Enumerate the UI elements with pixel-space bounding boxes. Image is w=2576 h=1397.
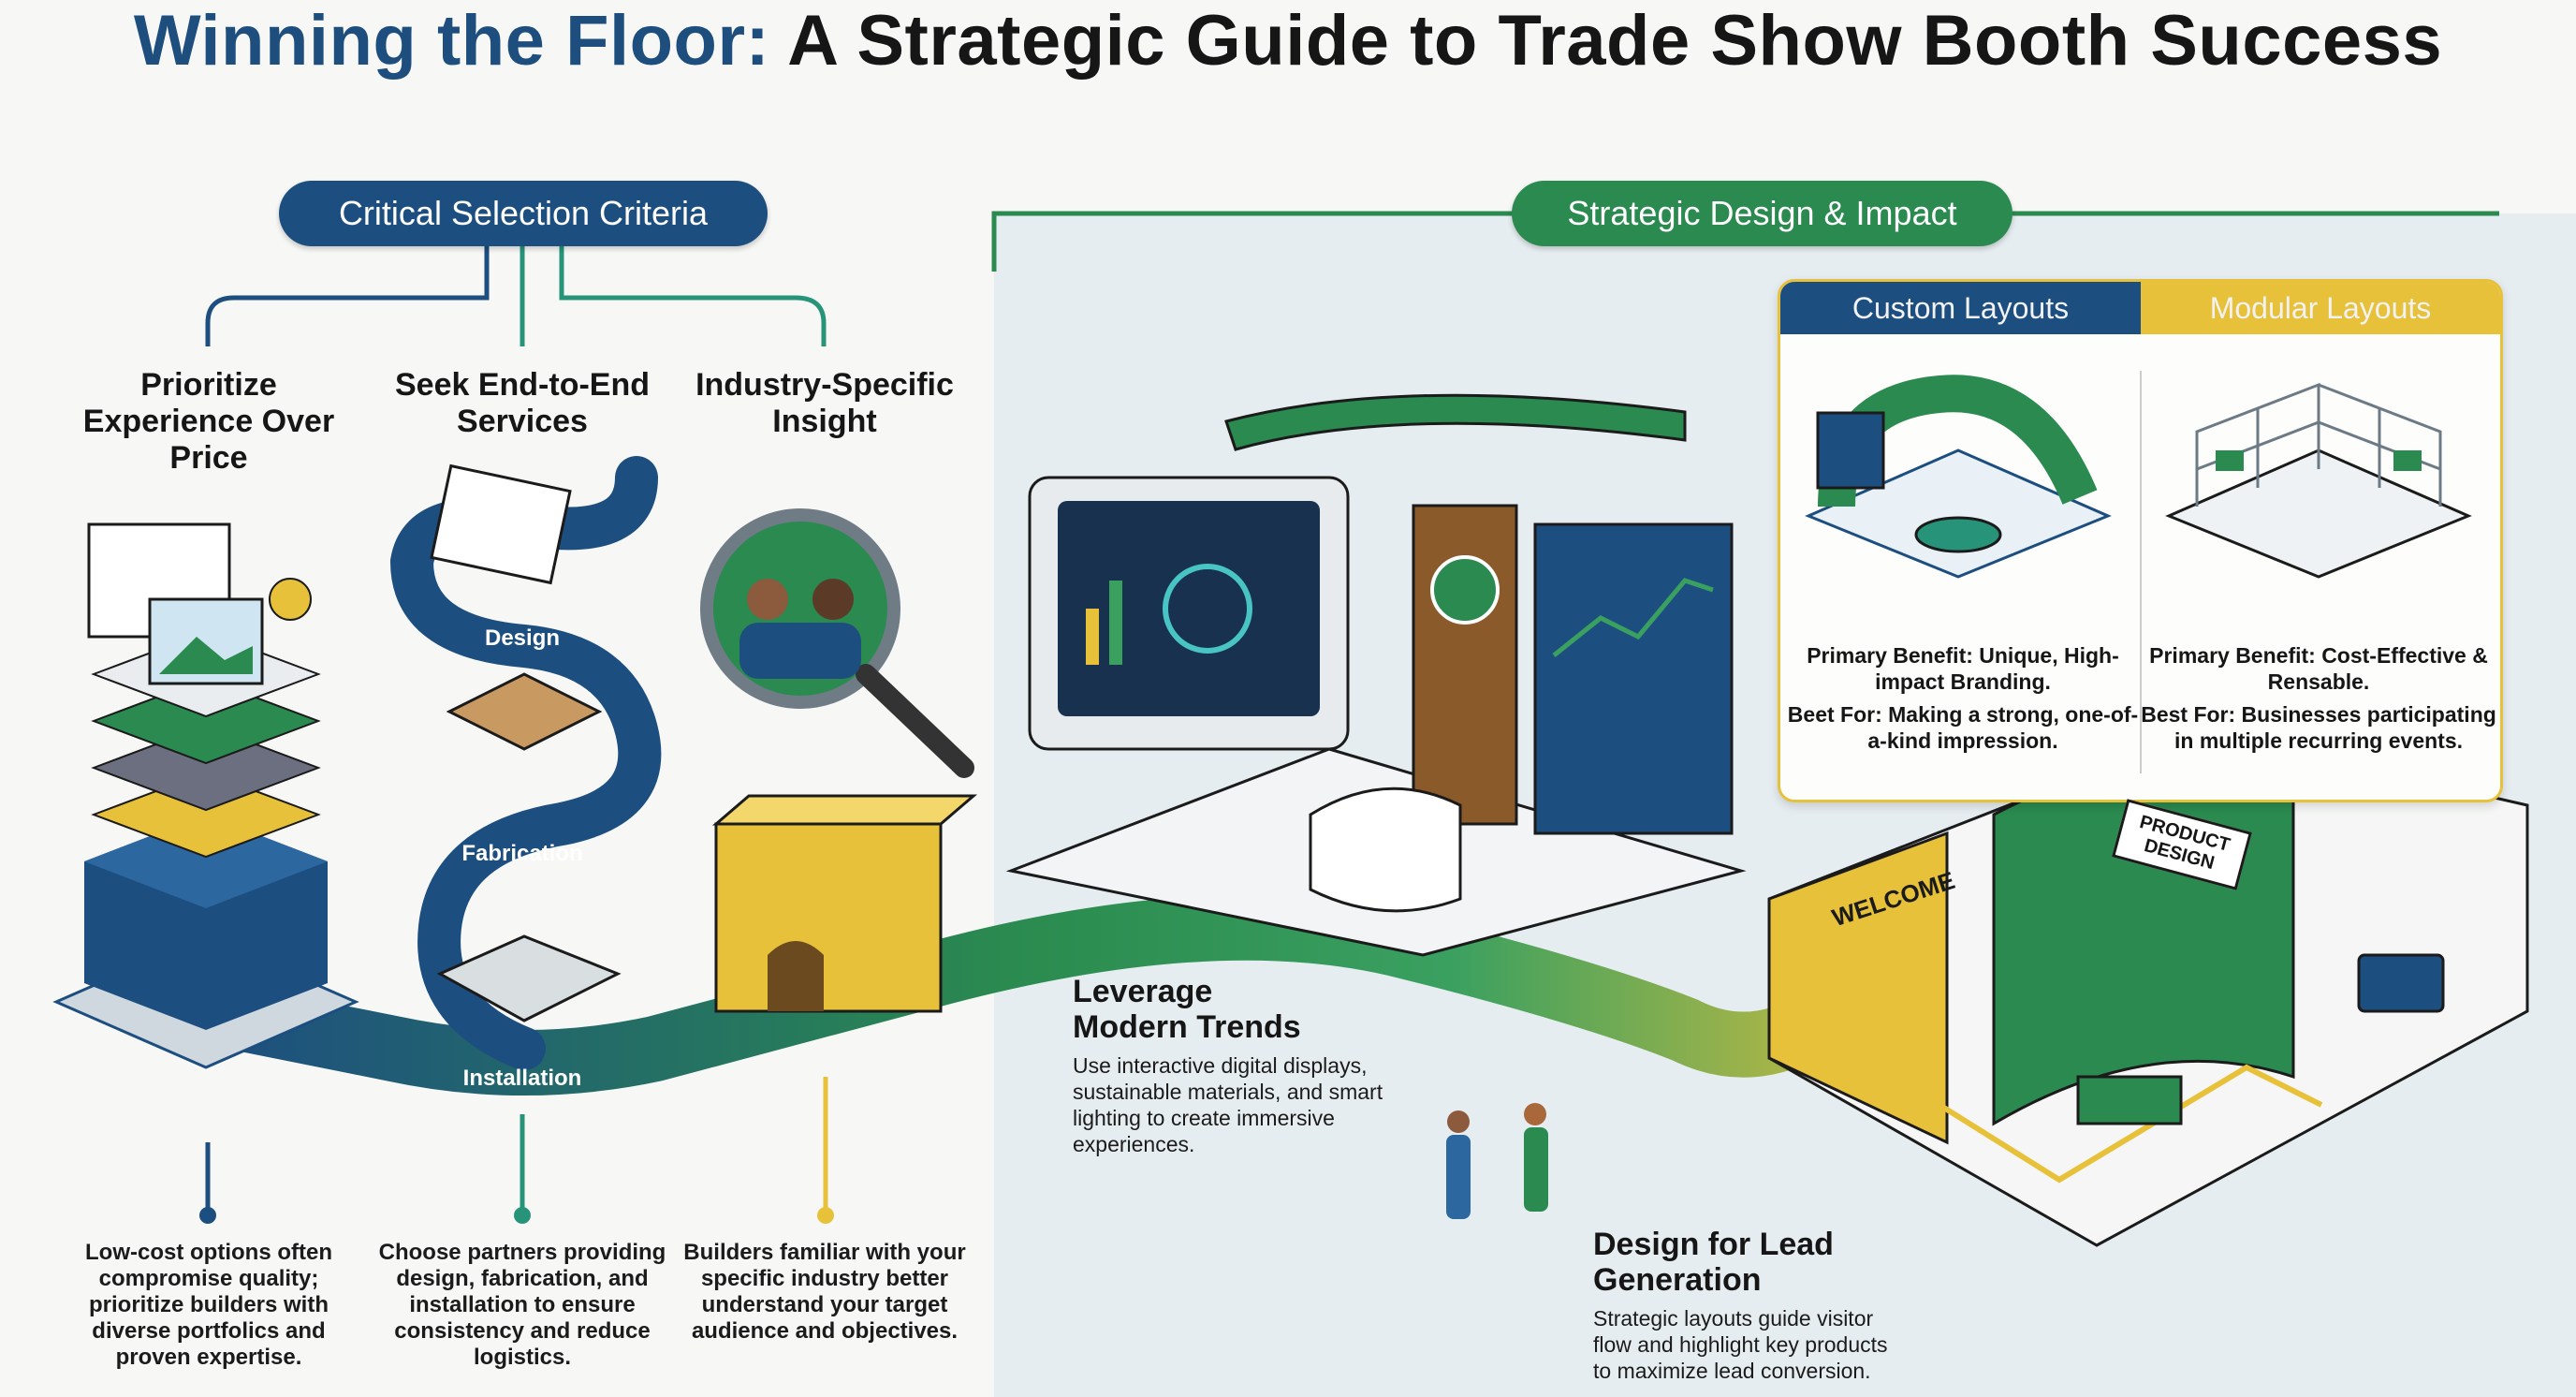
trends-heading: Leverage Modern Trends	[1073, 974, 1301, 1045]
lead-generation-heading: Design for Lead Generation	[1593, 1227, 1834, 1298]
modular-layouts-header: Modular Layouts	[2141, 282, 2500, 334]
criterion-heading-end-to-end: Seek End-to-End Services	[394, 367, 651, 439]
modular-primary-benefit: Primary Benefit: Cost-Effective & Rensab…	[2149, 643, 2488, 694]
portfolio-stack-illustration	[52, 522, 359, 1069]
panel-divider	[2140, 371, 2142, 773]
criteria-connectors	[199, 246, 834, 1224]
step-label-design: Design	[484, 625, 561, 651]
custom-booth-icon	[1805, 375, 2112, 579]
modular-best-for: Best For: Businesses participating in mu…	[2141, 702, 2496, 753]
modular-booth-icon	[2165, 382, 2472, 579]
criterion-heading-industry: Industry-Specific Insight	[695, 367, 954, 439]
page-title: Winning the Floor: A Strategic Guide to …	[133, 1, 2443, 81]
criterion-heading-experience: Prioritize Experience Over Price	[82, 367, 335, 476]
layout-comparison-panel: Custom Layouts Modular Layouts Primary B…	[1778, 279, 2503, 802]
installation-scaffold-icon	[436, 934, 622, 1022]
criterion-text-experience: Low-cost options often compromise qualit…	[85, 1240, 332, 1370]
step-label-fabrication: Fabrication	[461, 841, 583, 866]
criterion-text-end-to-end: Choose partners providing design, fabric…	[378, 1240, 666, 1370]
lead-generation-text: Strategic layouts guide visitor flow and…	[1593, 1306, 1888, 1383]
step-label-installation: Installation	[462, 1066, 582, 1091]
industry-insight-illustration	[700, 508, 978, 1013]
trends-text: Use interactive digital displays, sustai…	[1073, 1053, 1383, 1156]
section-label-critical-selection-criteria: Critical Selection Criteria	[279, 181, 768, 246]
criterion-text-industry: Builders familiar with your specific ind…	[683, 1240, 966, 1344]
custom-best-for: Beet For: Making a strong, one-of-a-kind…	[1787, 702, 2139, 753]
custom-primary-benefit: Primary Benefit: Unique, High-impact Bra…	[1807, 643, 2119, 694]
custom-layouts-header: Custom Layouts	[1780, 282, 2141, 334]
visitors-illustration	[1446, 1103, 1548, 1219]
section-label-strategic-design-impact: Strategic Design & Impact	[1512, 181, 2012, 246]
booth-illustration	[1005, 393, 1747, 957]
fabrication-workshop-icon	[446, 672, 603, 751]
design-sketch-icon	[430, 463, 572, 585]
